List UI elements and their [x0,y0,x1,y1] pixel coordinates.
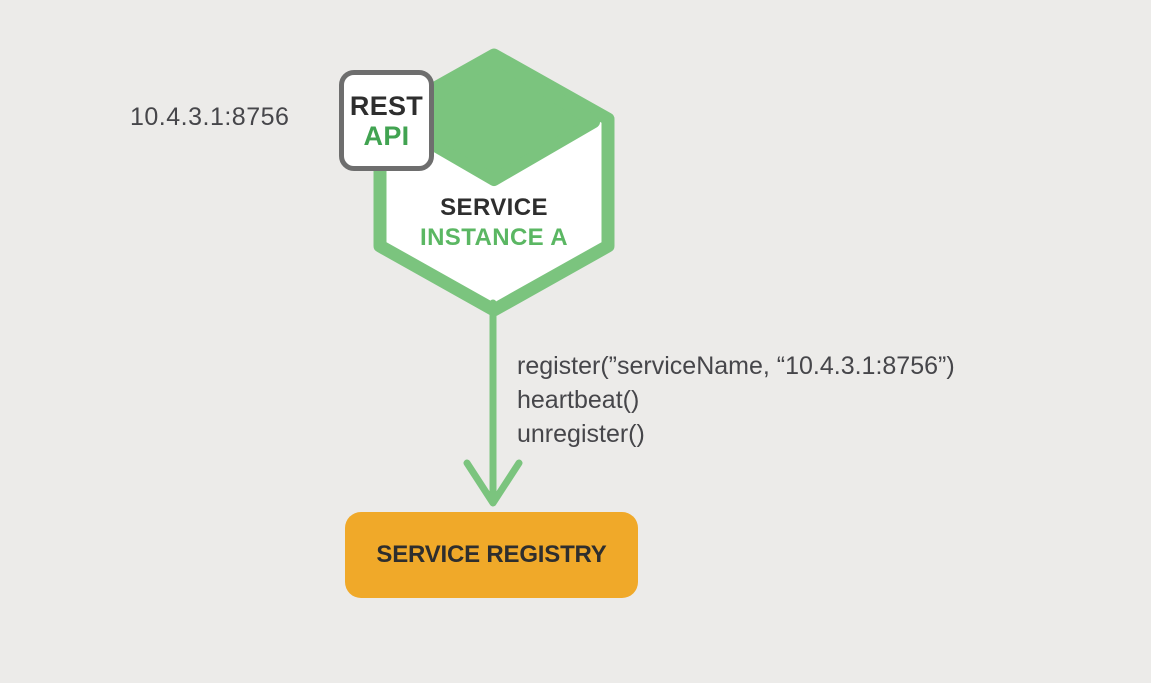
register-arrow-head-icon [463,459,523,507]
service-instance-caption: SERVICE INSTANCE A [374,193,614,253]
rest-api-badge: REST API [339,70,434,171]
api-label: API [363,120,410,151]
service-label: SERVICE [440,194,548,221]
rest-label: REST [349,90,424,121]
heartbeat-call-label: heartbeat() [517,386,640,414]
register-call-label: register(”serviceName, “10.4.3.1:8756”) [517,352,955,380]
unregister-call-label: unregister() [517,420,645,448]
ip-address-label: 10.4.3.1:8756 [130,103,290,131]
service-registry-box: SERVICE REGISTRY [345,512,638,598]
service-registry-label: SERVICE REGISTRY [376,541,607,568]
registry-call-list: register(”serviceName, “10.4.3.1:8756”) … [517,349,955,451]
instance-a-label: INSTANCE A [420,224,568,251]
